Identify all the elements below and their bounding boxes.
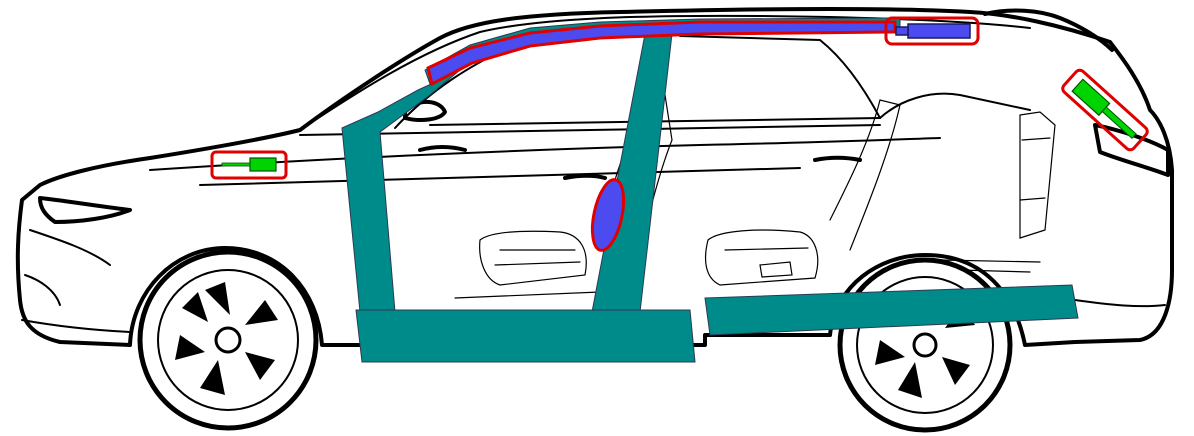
rear-wheel xyxy=(840,260,1010,430)
front-wheel xyxy=(140,252,316,428)
front-impact-sensor xyxy=(212,152,286,178)
front-rocker-sill xyxy=(356,310,695,362)
inflator-icon xyxy=(908,24,970,38)
front-sensor-icon xyxy=(250,158,276,171)
